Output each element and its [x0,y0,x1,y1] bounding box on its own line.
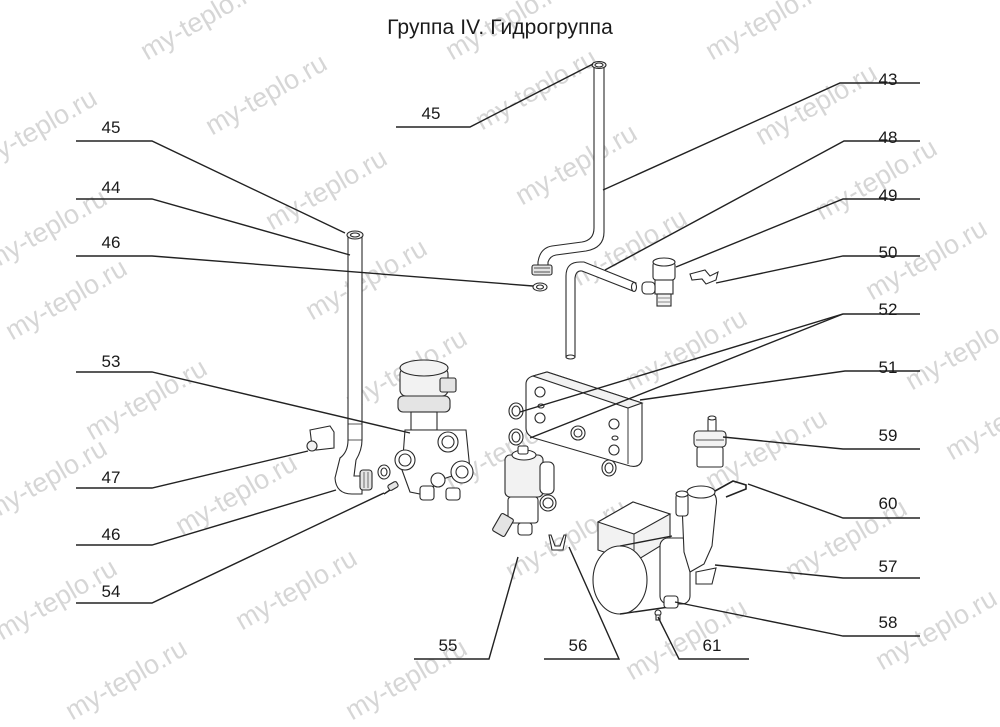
washer-hole [535,284,545,290]
diagram-title: Группа IV. Гидрогруппа [387,16,613,39]
callout-label-54: 54 [101,582,121,601]
callout-label-50: 50 [878,243,898,262]
leader-line-61 [657,616,749,660]
callout-label-44: 44 [101,178,121,197]
leader-line-47 [76,450,309,489]
callout-label-52: 52 [878,300,898,319]
leader-line-54 [76,492,385,604]
part-47-clamp [306,425,335,452]
leader-line-55 [414,556,519,660]
leader-line-59 [722,436,920,450]
part-55-valve [492,445,557,537]
leader-line-52 [529,313,844,439]
callout-label-46a: 46 [101,233,121,252]
leader-line-44 [76,198,351,256]
leader-line-56 [544,546,621,660]
leader-line-43 [602,82,920,191]
leader-line-57 [714,564,920,579]
callout-label-59: 59 [878,426,898,445]
part-56-clip [548,534,567,551]
part-54-screw [383,481,399,495]
leader-line-53 [76,371,411,434]
callout-label-45b: 45 [421,104,441,123]
leader-line-45b [396,63,594,128]
leader-line-50 [715,255,920,284]
callout-label-57: 57 [878,557,898,576]
part-51-heat-exchanger [525,371,644,467]
part-59-sensor [693,415,727,468]
part-50-clip [689,269,719,285]
callout-label-49: 49 [878,186,898,205]
callout-label-56: 56 [568,636,588,655]
part-43-pipe [531,60,607,276]
washer-hole [380,467,388,477]
callout-label-60: 60 [878,494,898,513]
part-44-pipe [334,230,373,495]
part-49-air-vent [641,257,676,307]
callout-label-58: 58 [878,613,898,632]
part-48-tube [565,261,638,360]
callout-label-51: 51 [878,358,898,377]
leader-line-48 [604,140,920,271]
part-53-three-way-valve [394,359,474,501]
leader-line-46b [76,489,337,546]
callout-label-55: 55 [438,636,458,655]
callout-label-47: 47 [101,468,121,487]
callout-label-61: 61 [702,636,722,655]
parts-drawing [76,60,920,660]
part-52-o-rings [508,402,617,477]
callout-label-53: 53 [101,352,121,371]
leader-line-60 [747,483,920,519]
callout-label-46b: 46 [101,525,121,544]
leader-line-49 [675,198,920,268]
callout-leader-lines [76,63,920,660]
leader-line-51 [639,370,920,401]
leader-line-45a [76,140,346,234]
callout-label-43: 43 [878,70,898,89]
callout-label-48: 48 [878,128,898,147]
part-60-u-clip [714,480,747,498]
callout-label-45a: 45 [101,118,121,137]
leader-line-58 [674,601,920,637]
part-57-pump [592,485,718,615]
leader-line-46a [76,255,534,287]
